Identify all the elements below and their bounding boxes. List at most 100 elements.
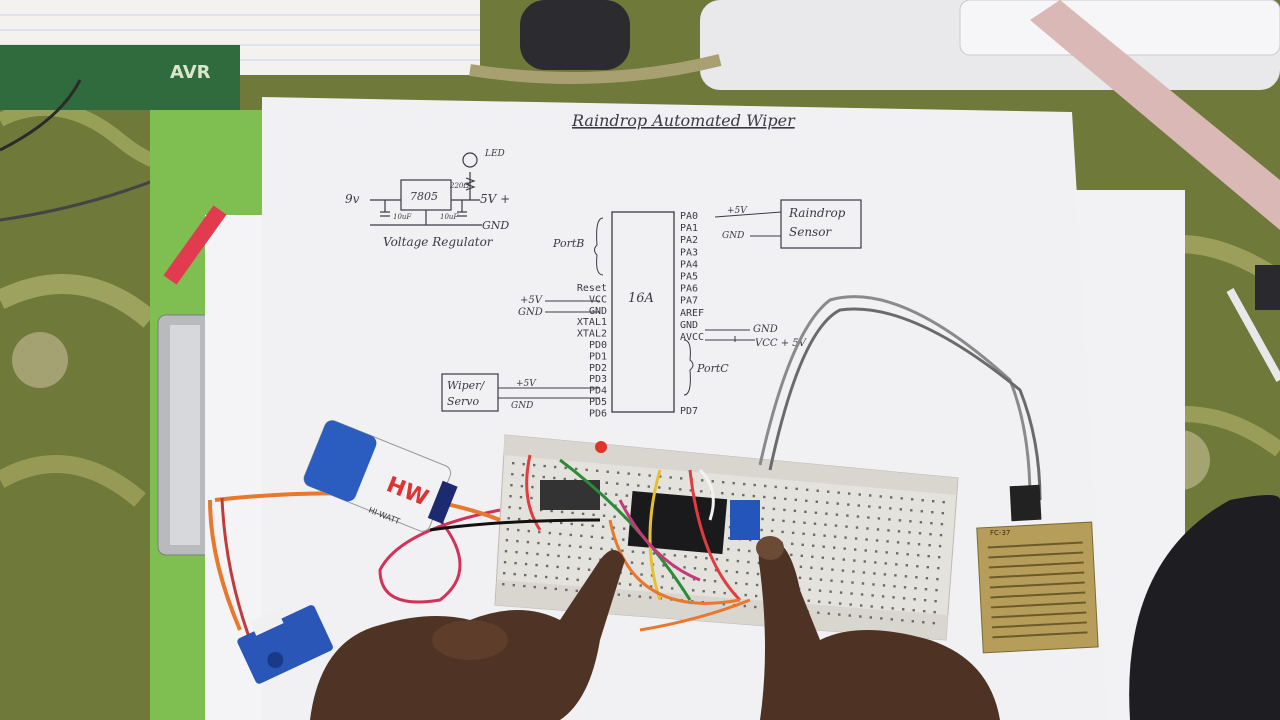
raindrop-sensor-label-1: Raindrop — [788, 206, 846, 220]
breadboard-hole — [808, 588, 811, 591]
mcu-chip — [611, 211, 675, 413]
breadboard-hole — [570, 522, 573, 526]
breadboard-hole — [929, 533, 932, 536]
breadboard-hole — [803, 521, 806, 524]
breadboard-hole — [862, 571, 866, 574]
breadboard-hole — [848, 614, 851, 617]
breadboard-hole — [567, 555, 571, 559]
breadboard-hole — [689, 489, 692, 492]
breadboard-hole — [735, 570, 739, 574]
mcu-right-pin-label: PA0 — [680, 211, 698, 222]
breadboard-hole — [533, 585, 536, 589]
regulator-caption: Voltage Regulator — [383, 235, 494, 249]
breadboard-hole — [868, 505, 871, 508]
breadboard-hole — [543, 464, 546, 468]
breadboard-hole — [878, 506, 881, 509]
breadboard-hole — [714, 569, 718, 572]
breadboard-hole — [715, 558, 719, 561]
breadboard-hole — [617, 593, 620, 596]
servo-box — [441, 373, 499, 412]
breadboard-hole — [713, 580, 717, 583]
breadboard-hole — [507, 517, 510, 520]
breadboard-hole — [881, 595, 885, 598]
breadboard-hole — [824, 523, 827, 526]
breadboard-hole — [903, 586, 907, 589]
breadboard-hole — [524, 562, 528, 566]
mcu-right-pin-label: PA4 — [680, 259, 698, 270]
breadboard-hole — [631, 550, 635, 553]
breadboard-hole — [522, 462, 525, 466]
servo-label-2: Servo — [447, 395, 480, 408]
avr-board — [0, 45, 240, 110]
breadboard-hole — [844, 536, 847, 539]
breadboard-hole — [560, 510, 564, 514]
breadboard-hole — [849, 603, 852, 606]
breadboard-hole — [867, 516, 870, 519]
breadboard-hole — [941, 511, 944, 515]
breadboard-hole — [886, 540, 889, 543]
breadboard-hole — [587, 568, 591, 571]
breadboard-hole — [702, 590, 705, 593]
breadboard-hole — [857, 504, 860, 507]
breadboard-hole — [746, 571, 749, 575]
breadboard-hole — [937, 566, 940, 570]
breadboard-hole — [932, 500, 935, 503]
breadboard-hole — [756, 572, 760, 576]
breadboard-hole — [784, 497, 787, 501]
breadboard-hole — [554, 465, 557, 469]
breadboard-hole — [802, 532, 805, 535]
breadboard-hole — [812, 544, 815, 547]
breadboard-hole — [649, 596, 652, 599]
breadboard-hole — [798, 576, 802, 579]
breadboard-hole — [918, 532, 922, 535]
sensor-gnd-label: GND — [722, 231, 744, 241]
mcu-left-pin-label: GND — [589, 306, 607, 317]
breadboard-hole — [723, 591, 726, 595]
breadboard-hole — [745, 582, 748, 586]
breadboard-hole — [611, 537, 614, 540]
breadboard-hole — [661, 575, 664, 578]
breadboard-hole — [612, 526, 615, 529]
mcu-right-pin-label: PA7 — [680, 296, 698, 307]
breadboard-hole — [581, 512, 585, 516]
breadboard-hole — [577, 567, 580, 571]
mcu-left-pin-label: XTAL2 — [577, 329, 607, 340]
breadboard-hole — [861, 582, 865, 585]
breadboard-hole — [906, 553, 909, 556]
breadboard-hole — [894, 574, 897, 577]
breadboard-hole — [705, 557, 708, 560]
breadboard-hole — [820, 567, 824, 570]
breadboard-hole — [888, 518, 891, 521]
breadboard-hole — [907, 542, 910, 545]
breadboard-hole — [851, 581, 854, 584]
portb-brace — [594, 217, 604, 276]
9v-battery — [303, 420, 458, 532]
breadboard-hole — [933, 610, 936, 614]
breadboard-hole — [581, 523, 584, 527]
regulator-output-label: 5V + — [480, 192, 510, 206]
breadboard-hole — [794, 498, 797, 502]
breadboard-hole — [704, 568, 707, 571]
breadboard-hole — [601, 536, 604, 539]
breadboard-hole — [774, 485, 777, 489]
breadboard-hole — [882, 584, 886, 587]
breadboard-hole — [818, 600, 821, 603]
breadboard-hole — [579, 545, 582, 549]
breadboard-hole — [847, 503, 850, 506]
breadboard-hole — [673, 554, 677, 557]
breadboard-hole — [553, 476, 556, 480]
breadboard-hole — [539, 508, 543, 512]
breadboard-hole — [622, 538, 625, 541]
breadboard-hole — [930, 522, 933, 525]
breadboard-hole — [564, 466, 567, 470]
mcu-left-pins: ResetVCCGNDXTAL1XTAL2PD0PD1PD2PD3PD4PD5P… — [577, 283, 607, 419]
breadboard-hole — [513, 572, 516, 576]
breadboard-hole — [902, 597, 906, 600]
breadboard-hole — [839, 602, 842, 605]
breadboard-hole — [885, 551, 888, 554]
sensor-vcc-label: +5V — [727, 206, 748, 216]
led-label: LED — [484, 149, 505, 159]
breadboard-hole — [754, 605, 757, 609]
breadboard-hole — [502, 583, 505, 586]
computer-mouse — [1129, 495, 1280, 720]
